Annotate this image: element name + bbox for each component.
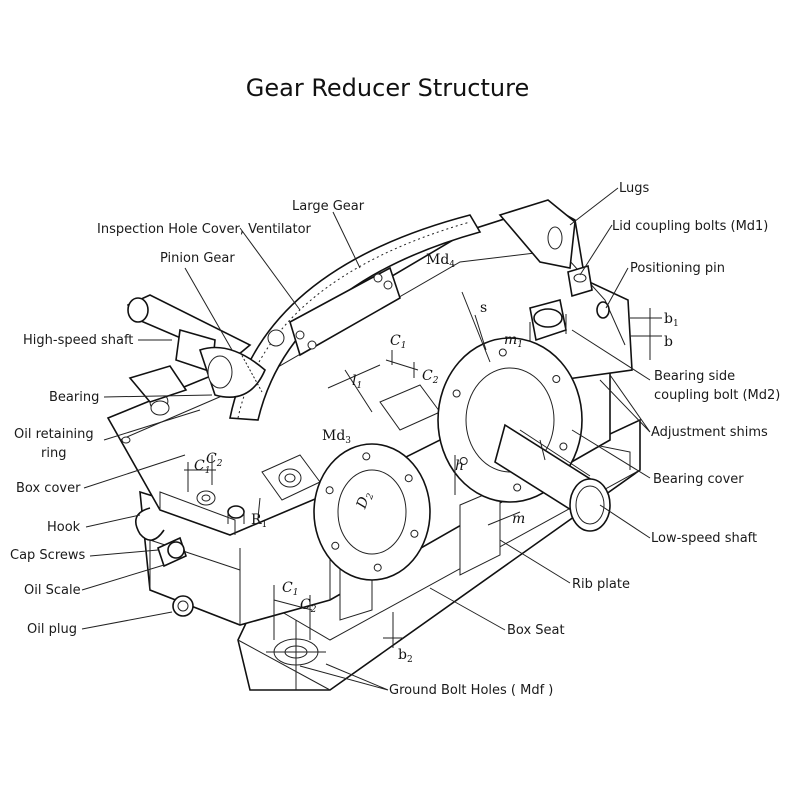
label-adjustment-shims: Adjustment shims <box>651 425 768 440</box>
dim-d2: D2 <box>353 489 376 512</box>
label-pinion-gear: Pinion Gear <box>160 251 235 266</box>
dim-m: m <box>512 511 525 527</box>
label-oil-scale: Oil Scale <box>24 583 81 598</box>
label-bearing-cover: Bearing cover <box>653 472 744 487</box>
bolt-hole <box>331 541 340 550</box>
bolt-hole <box>362 452 371 461</box>
bearing-cover-bolts <box>325 348 568 572</box>
label-bearing: Bearing <box>49 390 99 405</box>
bolt-hole <box>559 442 568 451</box>
bolt-hole <box>552 375 561 383</box>
dim-b1: b1 <box>664 311 679 329</box>
high-speed-shaft <box>126 294 266 403</box>
label-bearing-side-bolt: coupling bolt (Md2) <box>654 388 780 403</box>
label-oil-retaining: Oil retaining <box>14 427 94 442</box>
low-speed-shaft <box>494 423 611 532</box>
label-cap-screws: Cap Screws <box>10 548 86 563</box>
label-high-speed-shaft: High-speed shaft <box>23 333 133 348</box>
dim-l1: l1 <box>352 373 362 391</box>
label-oil-plug: Oil plug <box>27 622 77 637</box>
bolt-hole <box>459 457 468 465</box>
inspection-hole-cover <box>267 266 401 357</box>
part-labels: Large Gear Inspection Hole Cover, Ventil… <box>10 181 780 698</box>
bolt-hole <box>325 486 334 495</box>
dim-c1-top: C1 <box>390 333 406 351</box>
label-rib-plate: Rib plate <box>572 577 630 592</box>
dim-c2-top: C2 <box>422 368 439 386</box>
bolt-hole <box>452 389 461 398</box>
label-ground-bolt-holes: Ground Bolt Holes ( Mdf ) <box>389 683 553 698</box>
dimension-marks <box>184 291 662 648</box>
dim-m1: m1 <box>504 332 523 350</box>
dim-s: s <box>480 300 487 316</box>
dim-md3: Md3 <box>322 428 351 446</box>
label-large-gear: Large Gear <box>292 199 365 214</box>
bolt-hole <box>373 563 382 572</box>
label-low-speed-shaft: Low-speed shaft <box>651 531 757 546</box>
dim-c1-left: C1 <box>194 458 210 476</box>
label-hook: Hook <box>47 520 81 535</box>
label-positioning-pin: Positioning pin <box>630 261 725 276</box>
label-lid-bolts: Lid coupling bolts (Md1) <box>612 219 768 234</box>
dim-r1: R1 <box>251 512 267 530</box>
label-box-seat: Box Seat <box>507 623 565 638</box>
label-ring: ring <box>41 446 66 461</box>
dimension-symbols: Md4 Md3 s m1 C1 C2 l1 b1 b h D2 R1 C1 C2… <box>194 252 679 665</box>
bolt-hole <box>498 348 507 357</box>
leader-lines <box>81 187 651 691</box>
bolt-hole <box>404 474 413 483</box>
bearing-cover-left <box>313 443 431 581</box>
dim-c2-left: C2 <box>206 451 223 469</box>
dim-c2-bottom: C2 <box>300 597 317 615</box>
label-inspection-cover: Inspection Hole Cover, Ventilator <box>97 222 312 237</box>
dim-c1-bottom: C1 <box>282 580 298 598</box>
dim-b: b <box>664 334 673 350</box>
page-title: Gear Reducer Structure <box>245 74 530 102</box>
dim-md4: Md4 <box>426 252 455 270</box>
bolt-hole <box>410 529 419 538</box>
dim-b2: b2 <box>398 647 413 665</box>
dim-h: h <box>455 458 464 474</box>
bolt-hole <box>513 483 522 492</box>
box-cover <box>106 199 633 536</box>
label-lugs: Lugs <box>619 181 650 196</box>
label-box-cover: Box cover <box>16 481 81 496</box>
label-bearing-side: Bearing side <box>654 369 735 384</box>
